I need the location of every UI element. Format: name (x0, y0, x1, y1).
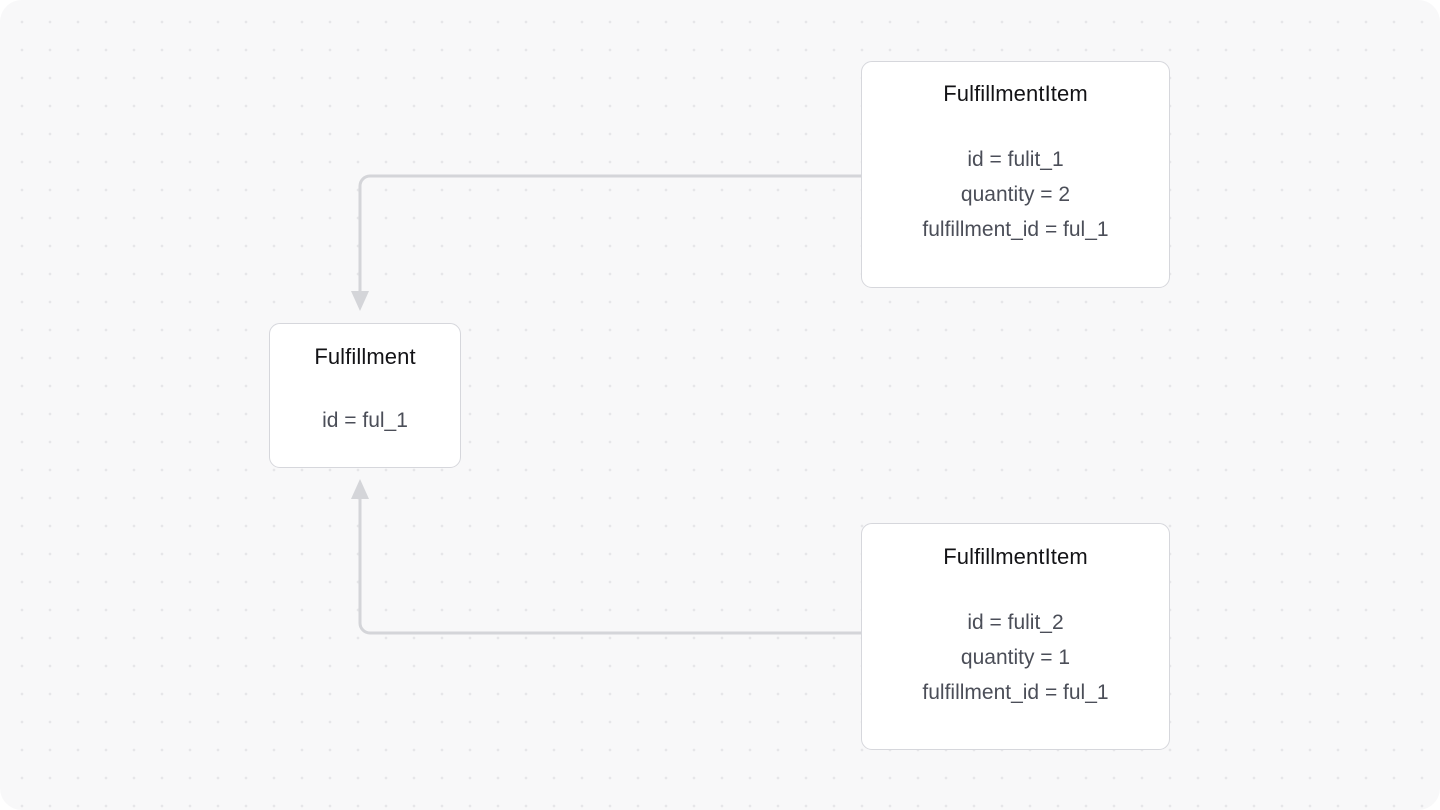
node-attribute-id: id = ful_1 (322, 409, 408, 433)
arrowhead-down-icon (351, 291, 369, 311)
node-attribute-fulfillment-id: fulfillment_id = ful_1 (922, 681, 1109, 705)
node-attribute-list: id = fulit_1 quantity = 2 fulfillment_id… (922, 145, 1108, 244)
node-attribute-quantity: quantity = 1 (960, 646, 1071, 670)
arrowhead-up-icon (351, 479, 369, 499)
node-attribute-quantity: quantity = 2 (960, 183, 1071, 207)
edge-bottom-fulfillmentitem-to-fulfillment (351, 479, 861, 635)
node-title: FulfillmentItem (943, 81, 1088, 106)
node-attribute-id: id = fulit_1 (967, 148, 1064, 172)
node-attribute-list: id = fulit_2 quantity = 1 fulfillment_id… (922, 608, 1108, 707)
node-fulfillmentitem-bottom[interactable]: FulfillmentItem id = fulit_2 quantity = … (861, 523, 1170, 750)
node-attribute-list: id = ful_1 (322, 406, 408, 436)
edge-top-fulfillmentitem-to-fulfillment (351, 174, 861, 311)
node-attribute-id: id = fulit_2 (967, 611, 1064, 635)
node-fulfillment[interactable]: Fulfillment id = ful_1 (269, 323, 461, 468)
node-attribute-fulfillment-id: fulfillment_id = ful_1 (922, 218, 1109, 242)
node-title: Fulfillment (314, 344, 416, 369)
node-title: FulfillmentItem (943, 544, 1088, 569)
node-fulfillmentitem-top[interactable]: FulfillmentItem id = fulit_1 quantity = … (861, 61, 1170, 288)
